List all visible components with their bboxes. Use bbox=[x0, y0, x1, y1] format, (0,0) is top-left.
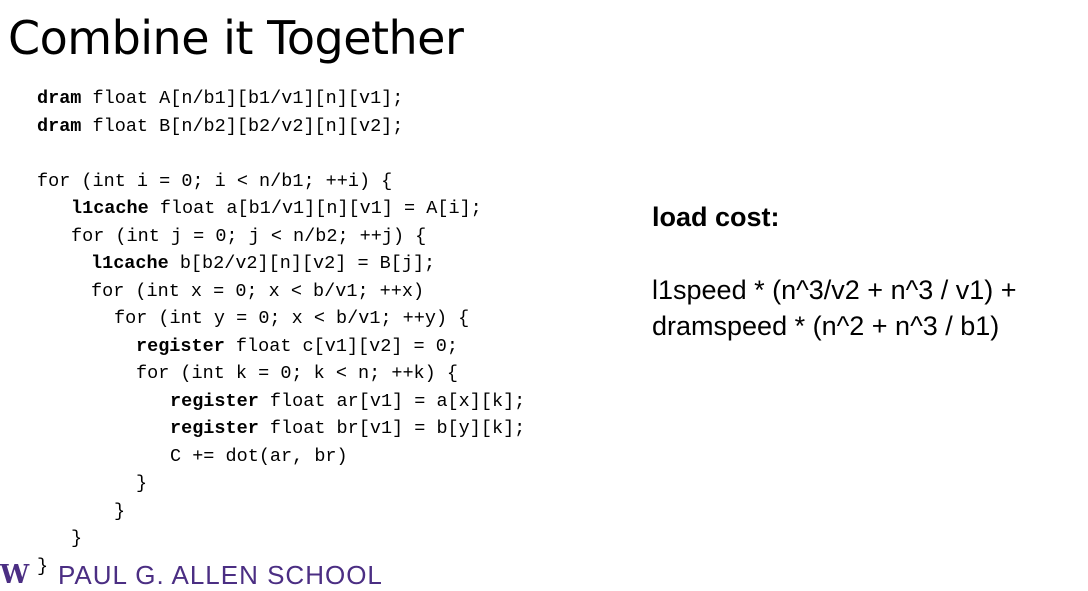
code-keyword: register bbox=[170, 418, 259, 439]
code-line: for (int x = 0; x < b/v1; ++x) bbox=[91, 278, 424, 306]
code-text: for (int k = 0; k < n; ++k) { bbox=[136, 363, 458, 384]
cost-formula-line-2: dramspeed * (n^2 + n^3 / b1) bbox=[652, 311, 1000, 341]
code-keyword: dram bbox=[37, 88, 82, 109]
code-text: float c[v1][v2] = 0; bbox=[224, 335, 458, 357]
load-cost-label: load cost: bbox=[652, 202, 780, 232]
code-line: } bbox=[71, 525, 82, 553]
code-line: } bbox=[114, 498, 125, 526]
code-keyword: register bbox=[170, 390, 259, 412]
code-text: b[b2/v2][n][v2] = B[j]; bbox=[168, 253, 436, 274]
code-line: register float br[v1] = b[y][k]; bbox=[170, 415, 525, 443]
code-line: for (int k = 0; k < n; ++k) { bbox=[136, 360, 458, 388]
code-text: } bbox=[37, 555, 49, 577]
uw-logo-icon: W bbox=[0, 560, 30, 590]
code-line: } bbox=[136, 470, 147, 498]
code-line: dram float B[n/b2][b2/v2][n][v2]; bbox=[37, 113, 403, 141]
code-keyword: l1cache bbox=[91, 253, 169, 274]
cost-formula-line-1: l1speed * (n^3/v2 + n^3 / v1) + bbox=[652, 275, 1017, 305]
code-line: l1cache b[b2/v2][n][v2] = B[j]; bbox=[91, 250, 435, 278]
code-keyword: register bbox=[136, 335, 225, 357]
code-line: for (int y = 0; x < b/v1; ++y) { bbox=[114, 305, 469, 333]
code-text: float br[v1] = b[y][k]; bbox=[258, 418, 526, 439]
code-line: dram float A[n/b1][b1/v1][n][v1]; bbox=[37, 85, 403, 113]
code-text: for (int x = 0; x < b/v1; ++x) bbox=[91, 280, 425, 302]
code-line: for (int i = 0; i < n/b1; ++i) { bbox=[37, 168, 392, 196]
code-text: float B[n/b2][b2/v2][n][v2]; bbox=[81, 115, 404, 137]
code-line: register float c[v1][v2] = 0; bbox=[136, 333, 458, 361]
code-line: l1cache float a[b1/v1][n][v1] = A[i]; bbox=[71, 195, 482, 223]
code-line: for (int j = 0; j < n/b2; ++j) { bbox=[71, 223, 426, 251]
code-line: register float ar[v1] = a[x][k]; bbox=[170, 388, 525, 416]
code-text: for (int i = 0; i < n/b1; ++i) { bbox=[37, 170, 393, 192]
code-text: C += dot(ar, br) bbox=[170, 445, 348, 467]
code-keyword: l1cache bbox=[71, 198, 149, 219]
code-text: for (int j = 0; j < n/b2; ++j) { bbox=[71, 225, 427, 247]
code-keyword: dram bbox=[37, 115, 82, 137]
code-line: } bbox=[37, 553, 48, 581]
code-text: } bbox=[71, 528, 83, 549]
code-text: float A[n/b1][b1/v1][n][v1]; bbox=[81, 88, 404, 109]
code-text: } bbox=[114, 500, 126, 522]
code-text: float ar[v1] = a[x][k]; bbox=[258, 390, 526, 412]
code-text: float a[b1/v1][n][v1] = A[i]; bbox=[148, 198, 482, 219]
code-text: for (int y = 0; x < b/v1; ++y) { bbox=[114, 308, 470, 329]
code-line: C += dot(ar, br) bbox=[170, 443, 348, 471]
slide-title: Combine it Together bbox=[8, 11, 464, 65]
code-text: } bbox=[136, 473, 148, 494]
